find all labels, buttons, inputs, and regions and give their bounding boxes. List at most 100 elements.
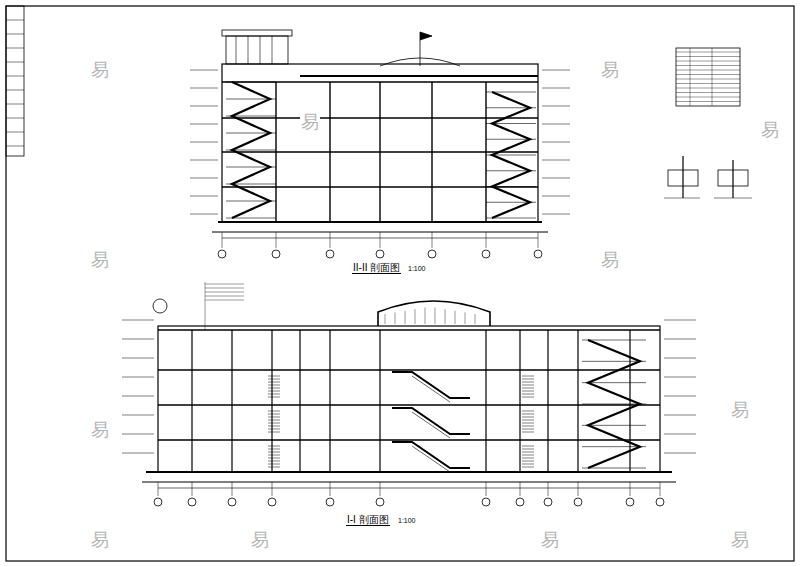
drawing-line [542,70,570,71]
drawing-line [268,455,280,456]
drawing-line [248,36,249,64]
drawing-line [268,423,280,424]
drawing-line [475,314,476,324]
drawing-line [268,379,280,380]
watermark: 易 [90,530,110,550]
flag [420,32,432,40]
canopy [380,58,460,66]
drawing-line [445,309,446,324]
drawing-line [522,455,534,456]
drawing-line [519,330,520,472]
drawing-line [664,358,696,359]
drawing-line [122,396,154,397]
drawing-line [664,320,696,321]
axis-circle [482,498,490,506]
drawing-line [226,218,276,219]
drawing-line [158,369,660,371]
drawing-line [522,449,534,450]
drawing-line [190,142,218,143]
axis-circle [188,498,196,506]
drawing-line [271,330,272,472]
drawing-line [664,377,696,378]
watermark: 易 [300,112,320,132]
drawing-line [268,411,280,412]
drawing-line [268,461,280,462]
drawing-line [6,104,24,105]
drawing-line [268,414,280,415]
drawing-line [190,196,218,197]
drawing-line [676,61,740,62]
drawing-rect [6,6,794,561]
drawing-line [226,99,276,100]
drawing-line [395,312,396,324]
escalator [392,372,470,398]
drawing-line [676,92,740,93]
drawing-line [542,214,570,215]
axis-circle [656,498,664,506]
drawing-line [542,142,570,143]
drawing-line [190,214,218,215]
drawing-line [205,282,206,330]
drawing-line [714,198,752,199]
drawing-line [226,184,276,185]
axis-circle [268,498,276,506]
drawing-line [547,330,548,472]
drawing-line [190,124,218,125]
drawing-line [205,284,244,285]
drawing-line [582,382,646,383]
drawing-line [122,453,154,454]
drawing-line [122,377,154,378]
drawing-line [226,82,276,83]
drawing-line [522,452,534,453]
drawing-line [676,65,740,66]
drawing-line [522,379,534,380]
drawing-line [486,139,536,140]
drawing-line [486,92,536,93]
drawing-line [268,449,280,450]
drawing-line [486,107,536,108]
drawing-line [676,101,740,102]
drawing-line [676,83,740,84]
drawing-line [712,48,713,106]
drawing-line [432,232,433,248]
drawing-line [158,471,660,473]
drawing-line [122,320,154,321]
drawing-line [522,446,534,447]
drawing-line [268,429,280,430]
drawing-line [191,330,192,472]
drawing-line [268,385,280,386]
drawing-line [6,146,24,147]
drawing-line [548,482,549,496]
drawing-line [676,70,740,71]
drawing-line [299,330,300,472]
drawing-rect [226,36,288,64]
drawing-line [522,429,534,430]
drawing-line [660,482,661,496]
drawing-line [522,376,534,377]
drawing-rect [158,326,660,472]
drawing-line [425,308,426,324]
scale-note: 1:100 [408,265,426,273]
drawing-line [582,404,646,405]
drawing-line [6,118,24,119]
drawing-line [542,160,570,161]
drawing-line [522,391,534,392]
drawing-line [226,201,276,202]
drawing-line [330,232,331,248]
drawing-line [582,340,646,341]
drawing-line [690,48,691,106]
drawing-line [664,453,696,454]
drawing-line [122,434,154,435]
drawing-line [486,155,536,156]
drawing-line [226,116,276,117]
scale-note: 1:100 [398,517,416,525]
drawing-line [522,417,534,418]
drawing-line [522,464,534,465]
drawing-line [268,426,280,427]
axis-circle [516,498,524,506]
drawing-line [268,417,280,418]
drawing-line [522,388,534,389]
axis-circle [272,250,280,258]
watermark: 易 [250,530,270,550]
